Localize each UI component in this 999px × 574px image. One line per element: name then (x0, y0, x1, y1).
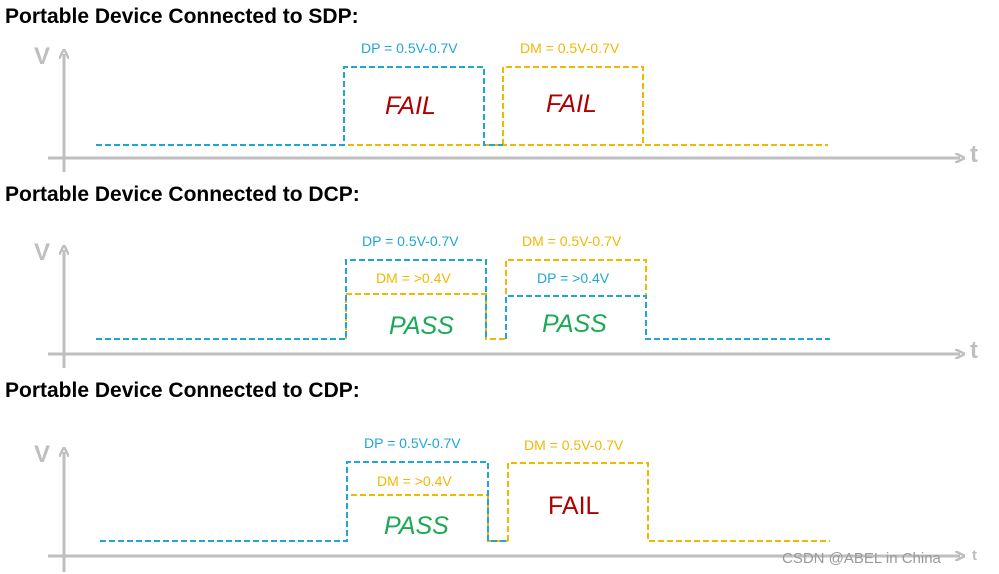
section-title-cdp: Portable Device Connected to CDP: (5, 379, 360, 402)
cdp-dp-label: DP = 0.5V-0.7V (364, 435, 461, 451)
dcp-dm-label: DM = 0.5V-0.7V (522, 233, 622, 249)
dcp-v-label: V (34, 239, 50, 266)
cdp-v-label: V (34, 441, 50, 468)
watermark: CSDN @ABEL in China (782, 550, 942, 567)
dcp-dm-level-label: DM = >0.4V (376, 270, 451, 286)
sdp-v-label: V (34, 43, 50, 70)
sdp-dm-label: DM = 0.5V-0.7V (520, 40, 620, 56)
cdp-t-label: t (972, 547, 977, 564)
sdp-result-1: FAIL (385, 92, 436, 120)
sdp-dm-pulse (502, 66, 644, 145)
section-title-sdp: Portable Device Connected to SDP: (5, 5, 359, 28)
section-title-dcp: Portable Device Connected to DCP: (5, 183, 360, 206)
dcp-diagram: V t DP = 0.5V-0.7V DM = 0.5V-0.7V DM = >… (34, 233, 978, 368)
cdp-dm-label: DM = 0.5V-0.7V (524, 437, 624, 453)
cdp-dm-waveform-1 (100, 494, 508, 542)
cdp-result-2: FAIL (548, 492, 600, 520)
sdp-result-2: FAIL (546, 90, 597, 118)
sdp-dp-waveform (96, 66, 503, 146)
cdp-dp-waveform (100, 461, 508, 542)
dcp-t-label: t (970, 337, 978, 364)
dcp-dp-waveform-1 (96, 259, 487, 340)
cdp-dm-level-label: DM = >0.4V (377, 473, 452, 489)
sdp-t-label: t (970, 141, 978, 168)
dcp-result-1: PASS (389, 312, 454, 340)
cdp-diagram: V t DP = 0.5V-0.7V DM = 0.5V-0.7V DM = >… (34, 435, 977, 572)
sdp-dp-label: DP = 0.5V-0.7V (361, 40, 458, 56)
dcp-dp-level-label: DP = >0.4V (537, 270, 610, 286)
cdp-result-1: PASS (384, 512, 449, 540)
dcp-result-2: PASS (542, 310, 607, 338)
dcp-dp-waveform-2 (505, 295, 830, 340)
cdp-dm-waveform-2 (507, 462, 830, 542)
sdp-diagram: V t DP = 0.5V-0.7V DM = 0.5V-0.7V FAIL F… (34, 40, 978, 172)
dcp-dp-label: DP = 0.5V-0.7V (362, 233, 459, 249)
